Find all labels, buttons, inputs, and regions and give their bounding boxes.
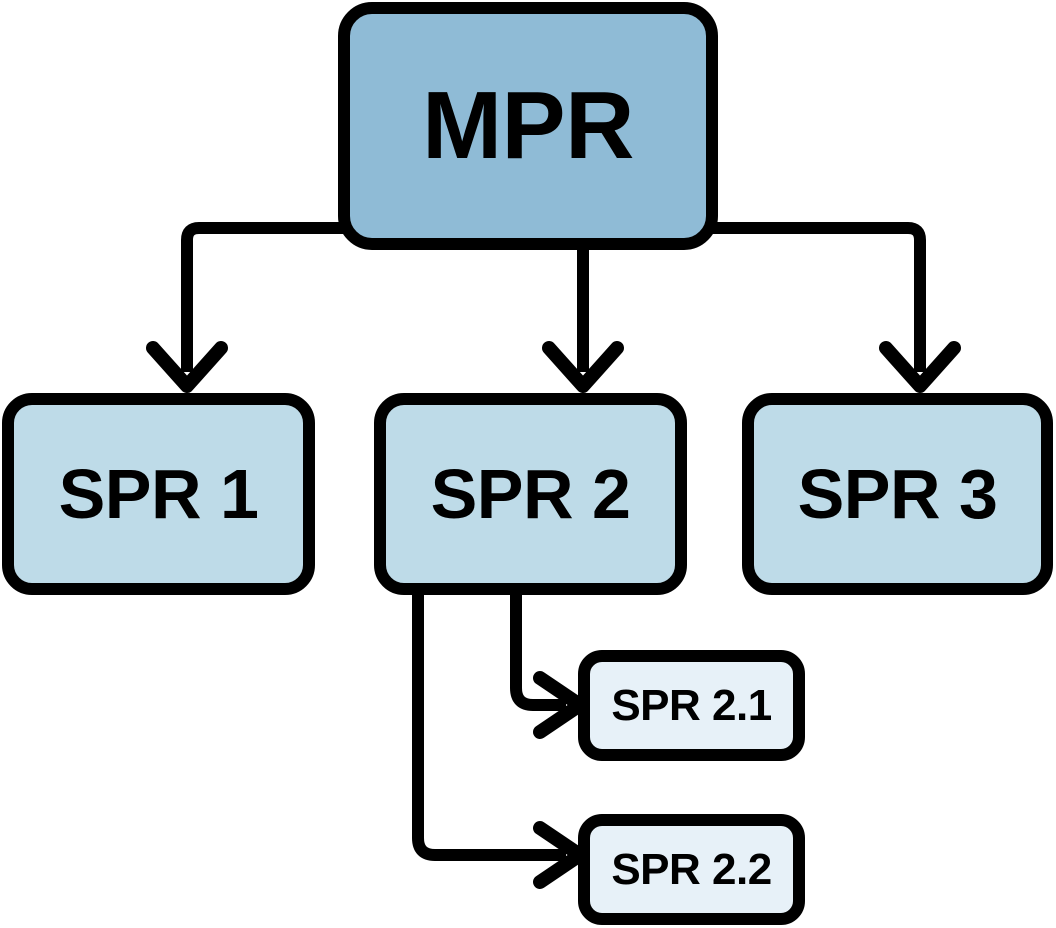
node-spr-2[interactable]: SPR 2 xyxy=(374,393,687,595)
node-spr-2-1[interactable]: SPR 2.1 xyxy=(578,650,805,761)
edge-mpr-to-spr3-arrowhead xyxy=(879,341,961,393)
node-spr-2-label: SPR 2 xyxy=(430,455,631,533)
node-spr-2-2-label: SPR 2.2 xyxy=(611,844,772,894)
node-spr-2-2[interactable]: SPR 2.2 xyxy=(578,814,805,925)
node-mpr-label: MPR xyxy=(422,72,634,179)
edge-mpr-to-spr3-line xyxy=(660,222,926,372)
edge-spr2-to-spr21-line xyxy=(510,589,566,711)
node-spr-2-1-label: SPR 2.1 xyxy=(611,680,772,730)
edge-mpr-to-spr1-arrowhead xyxy=(146,341,228,393)
node-mpr[interactable]: MPR xyxy=(338,2,718,250)
edge-mpr-to-spr2 xyxy=(542,244,624,393)
edge-spr2-to-spr22-line xyxy=(412,589,566,861)
edge-mpr-to-spr1 xyxy=(146,222,400,393)
edge-mpr-to-spr3 xyxy=(660,222,961,393)
edge-spr2-to-spr21-arrowhead xyxy=(533,671,587,739)
edge-mpr-to-spr2-arrowhead xyxy=(542,341,624,393)
edge-spr2-to-spr21 xyxy=(510,589,587,739)
node-spr-3[interactable]: SPR 3 xyxy=(742,393,1053,595)
edge-spr2-to-spr22-arrowhead xyxy=(533,821,587,889)
node-spr-1[interactable]: SPR 1 xyxy=(2,393,315,595)
node-spr-3-label: SPR 3 xyxy=(797,455,998,533)
node-spr-1-label: SPR 1 xyxy=(58,455,259,533)
edge-spr2-to-spr22 xyxy=(412,589,587,889)
